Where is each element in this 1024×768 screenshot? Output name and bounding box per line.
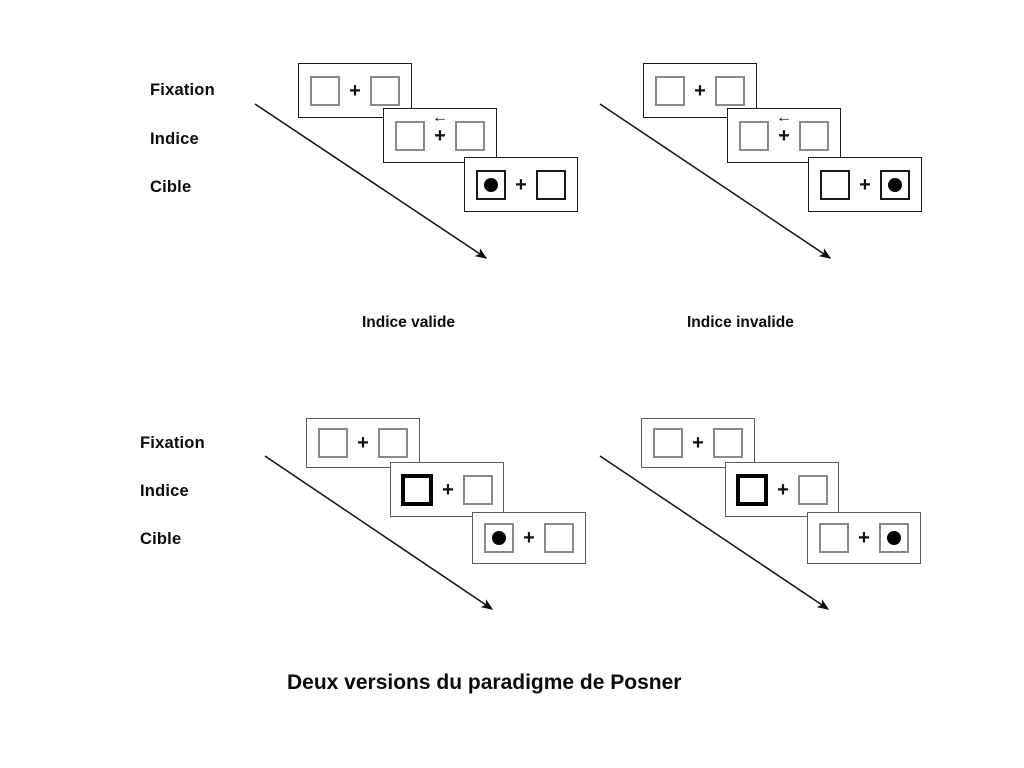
fixation-cross: + — [858, 527, 870, 549]
fixation-cross-glyph: + — [778, 124, 790, 147]
trial-frame-indice: + — [390, 462, 504, 517]
target-dot — [484, 177, 498, 192]
left-placeholder-box — [820, 169, 850, 200]
left-placeholder-box — [318, 428, 348, 458]
stage-label-indice-top: Indice — [150, 130, 199, 148]
panel-caption-valid: Indice valide — [362, 314, 456, 331]
fixation-cross: ← + — [425, 109, 455, 147]
trial-frame-cible: + — [808, 157, 922, 212]
left-peripheral-cue-box — [401, 473, 433, 506]
trial-frame-cible: + — [472, 512, 586, 564]
frame-content: + — [809, 158, 921, 211]
left-placeholder-box — [653, 428, 683, 458]
trial-frame-cible: + — [464, 157, 578, 212]
fixation-cross: + — [694, 79, 706, 102]
frame-content: + — [473, 513, 585, 563]
frame-content: + — [465, 158, 577, 211]
fixation-cross: + — [515, 173, 527, 196]
right-placeholder-box — [715, 75, 745, 106]
right-placeholder-box — [455, 120, 485, 151]
figure-title: Deux versions du paradigme de Posner — [287, 671, 682, 694]
right-placeholder-box — [544, 523, 574, 553]
fixation-cross: + — [357, 432, 369, 454]
trial-frame-indice: ← + — [727, 108, 841, 163]
stage-label-fixation-bottom: Fixation — [140, 434, 205, 452]
left-placeholder-box — [310, 75, 340, 106]
right-placeholder-box — [463, 474, 493, 505]
arrow-left-cue-icon: ← — [432, 108, 448, 126]
fixation-cross-glyph: + — [434, 124, 446, 147]
trial-frame-indice: + — [725, 462, 839, 517]
frame-content: + — [391, 463, 503, 516]
stage-label-cible-bottom: Cible — [140, 530, 182, 548]
arrow-left-cue-icon: ← — [776, 108, 792, 126]
target-dot — [887, 531, 901, 545]
stage-label-cible-top: Cible — [150, 178, 192, 196]
trial-frame-fixation: + — [306, 418, 420, 468]
left-placeholder-box — [739, 120, 769, 151]
right-placeholder-box — [798, 474, 828, 505]
target-dot — [888, 177, 902, 192]
right-placeholder-box — [370, 75, 400, 106]
fixation-cross: + — [523, 527, 535, 549]
trial-frame-indice: ← + — [383, 108, 497, 163]
target-dot — [492, 531, 506, 545]
fixation-cross: + — [777, 478, 789, 501]
left-placeholder-box — [819, 523, 849, 553]
trial-frame-cible: + — [807, 512, 921, 564]
left-placeholder-box — [655, 75, 685, 106]
fixation-cross: ← + — [769, 109, 799, 147]
frame-content: ← + — [728, 109, 840, 162]
stage-label-indice-bottom: Indice — [140, 482, 189, 500]
fixation-cross: + — [859, 173, 871, 196]
frame-content: ← + — [384, 109, 496, 162]
left-target-box — [484, 523, 514, 553]
frame-content: + — [642, 419, 754, 467]
left-target-box — [476, 169, 506, 200]
frame-content: + — [644, 64, 756, 117]
right-placeholder-box — [713, 428, 743, 458]
right-target-box — [879, 523, 909, 553]
frame-content: + — [307, 419, 419, 467]
fixation-cross: + — [349, 79, 361, 102]
right-placeholder-box — [799, 120, 829, 151]
right-placeholder-box — [378, 428, 408, 458]
panel-caption-invalid: Indice invalide — [687, 314, 794, 331]
trial-frame-fixation: + — [641, 418, 755, 468]
fixation-cross: + — [442, 478, 454, 501]
right-target-box — [880, 169, 910, 200]
left-placeholder-box — [395, 120, 425, 151]
fixation-cross: + — [692, 432, 704, 454]
frame-content: + — [726, 463, 838, 516]
stage-label-fixation-top: Fixation — [150, 81, 215, 99]
left-peripheral-cue-box — [736, 473, 768, 506]
frame-content: + — [808, 513, 920, 563]
right-placeholder-box — [536, 169, 566, 200]
